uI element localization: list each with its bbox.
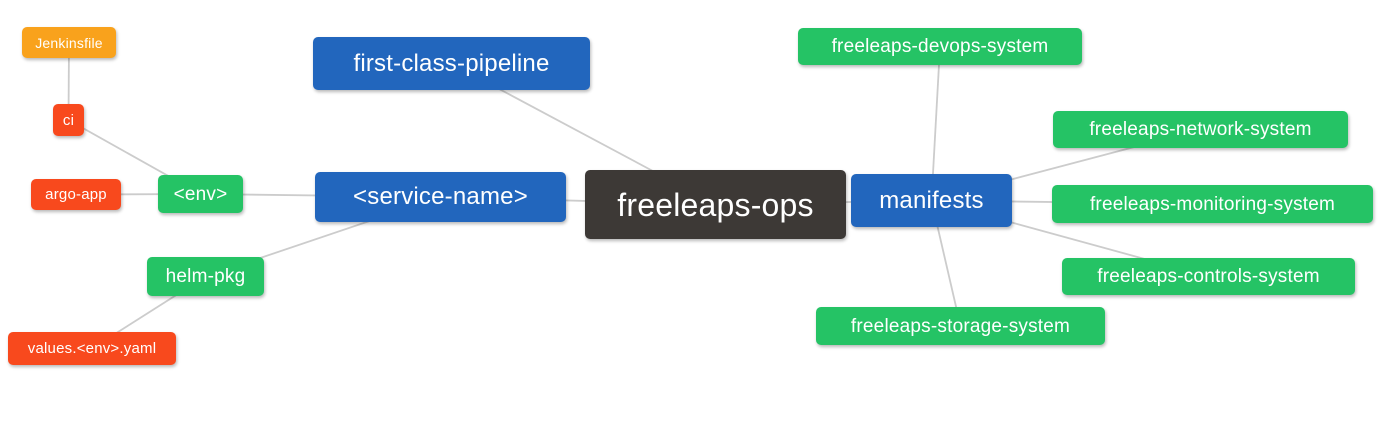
mindmap-node-network-system[interactable]: freeleaps-network-system	[1053, 111, 1348, 148]
mindmap-node-jenkinsfile[interactable]: Jenkinsfile	[22, 27, 116, 58]
mindmap-node-devops-system[interactable]: freeleaps-devops-system	[798, 28, 1082, 65]
mindmap-node-manifests[interactable]: manifests	[851, 174, 1012, 227]
mindmap-node-helm-pkg[interactable]: helm-pkg	[147, 257, 264, 296]
mindmap-node-freeleaps-ops[interactable]: freeleaps-ops	[585, 170, 846, 239]
mindmap-node-service-name[interactable]: <service-name>	[315, 172, 566, 222]
mindmap-node-env[interactable]: <env>	[158, 175, 243, 213]
mindmap-node-storage-system[interactable]: freeleaps-storage-system	[816, 307, 1105, 345]
mindmap-node-first-class-pipeline[interactable]: first-class-pipeline	[313, 37, 590, 90]
mindmap-node-controls-system[interactable]: freeleaps-controls-system	[1062, 258, 1355, 295]
mindmap-node-monitoring-system[interactable]: freeleaps-monitoring-system	[1052, 185, 1373, 223]
mindmap-node-values-env-yaml[interactable]: values.<env>.yaml	[8, 332, 176, 365]
mindmap-node-ci[interactable]: ci	[53, 104, 84, 136]
mindmap-node-argo-app[interactable]: argo-app	[31, 179, 121, 210]
